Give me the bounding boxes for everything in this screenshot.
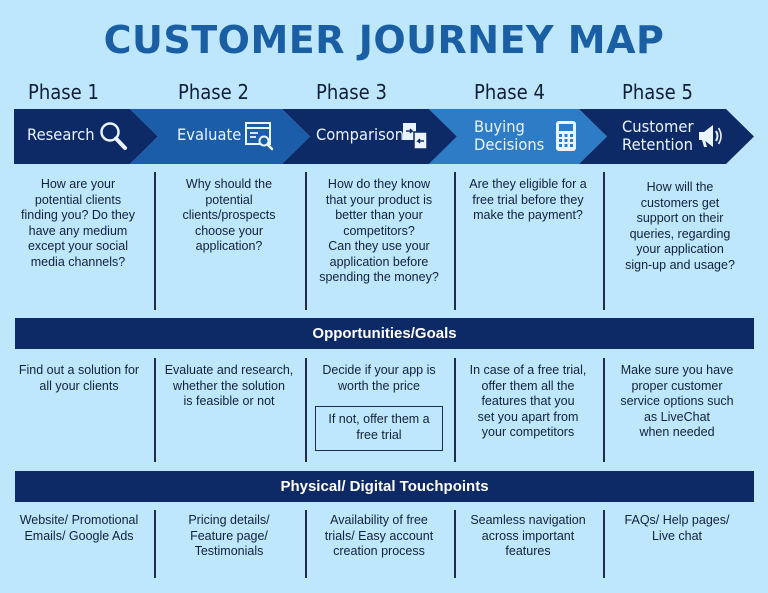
question-phase-2: Why should the potential clients/prospec… — [182, 177, 276, 253]
touchpoint-phase-2: Pricing details/ Feature page/ Testimoni… — [188, 513, 270, 558]
stage-arrow-research — [14, 109, 158, 164]
megaphone-icon — [699, 125, 722, 147]
touchpoint-phase-5: FAQs/ Help pages/ Live chat — [624, 513, 730, 543]
opportunity-phase-2: Evaluate and research, whether the solut… — [164, 363, 294, 408]
divider — [603, 358, 605, 462]
opportunity-phase-1: Find out a solution for all your clients — [18, 363, 140, 393]
opportunity-phase-4: In case of a free trial, offer them all … — [469, 363, 587, 439]
stage-arrow-comparison — [282, 109, 457, 164]
divider — [454, 358, 456, 462]
touchpoint-phase-3: Availability of free trials/ Easy accoun… — [324, 513, 434, 558]
stage-arrow-evaluate — [130, 109, 310, 164]
stage-label-evaluate: Evaluate — [177, 125, 242, 144]
question-phase-1: How are your potential clients finding y… — [21, 177, 135, 269]
phase-label-4: Phase 4 — [474, 80, 545, 104]
touchpoint-phase-4: Seamless navigation across important fea… — [470, 513, 586, 558]
phase-label-2: Phase 2 — [178, 80, 249, 104]
phase-label-3: Phase 3 — [316, 80, 387, 104]
stage-arrow-customer-retention — [579, 109, 754, 164]
divider — [154, 358, 156, 462]
divider — [603, 510, 605, 578]
question-phase-3: How do they know that your product is be… — [319, 177, 439, 284]
divider — [305, 358, 307, 462]
divider — [603, 172, 605, 310]
stage-label-retention: Retention — [622, 135, 693, 154]
free-trial-callout-box: If not, offer them a free trial — [315, 406, 443, 451]
divider — [454, 172, 456, 310]
opportunities-header: Opportunities/Goals — [15, 318, 754, 349]
divider — [305, 510, 307, 578]
opportunity-phase-3: Decide if your app is worth the price — [322, 363, 436, 393]
compare-documents-icon — [403, 123, 428, 150]
touchpoint-phase-1: Website/ Promotional Emails/ Google Ads — [19, 513, 139, 543]
divider — [154, 172, 156, 310]
question-phase-4: Are they eligible for a free trial befor… — [469, 177, 587, 222]
card-terminal-icon — [556, 121, 576, 151]
stage-label-comparison: Comparison — [316, 125, 405, 144]
browser-search-icon — [245, 122, 274, 151]
stage-label-customer: Customer — [622, 117, 694, 136]
divider — [454, 510, 456, 578]
stage-arrow-buying-decisions — [429, 109, 607, 164]
stage-label-research: Research — [27, 125, 95, 144]
touchpoints-header: Physical/ Digital Touchpoints — [15, 471, 754, 502]
opportunity-phase-5: Make sure you have proper customer servi… — [620, 363, 734, 439]
phase-label-1: Phase 1 — [28, 80, 99, 104]
phase-label-5: Phase 5 — [622, 80, 693, 104]
stage-label-buying: Buying — [474, 117, 525, 136]
stage-label-decisions: Decisions — [474, 135, 545, 154]
question-phase-5: How will the customers get support on th… — [625, 180, 735, 272]
divider — [305, 172, 307, 310]
divider — [154, 510, 156, 578]
page-title: CUSTOMER JOURNEY MAP — [103, 18, 665, 62]
magnifier-icon — [100, 122, 127, 150]
